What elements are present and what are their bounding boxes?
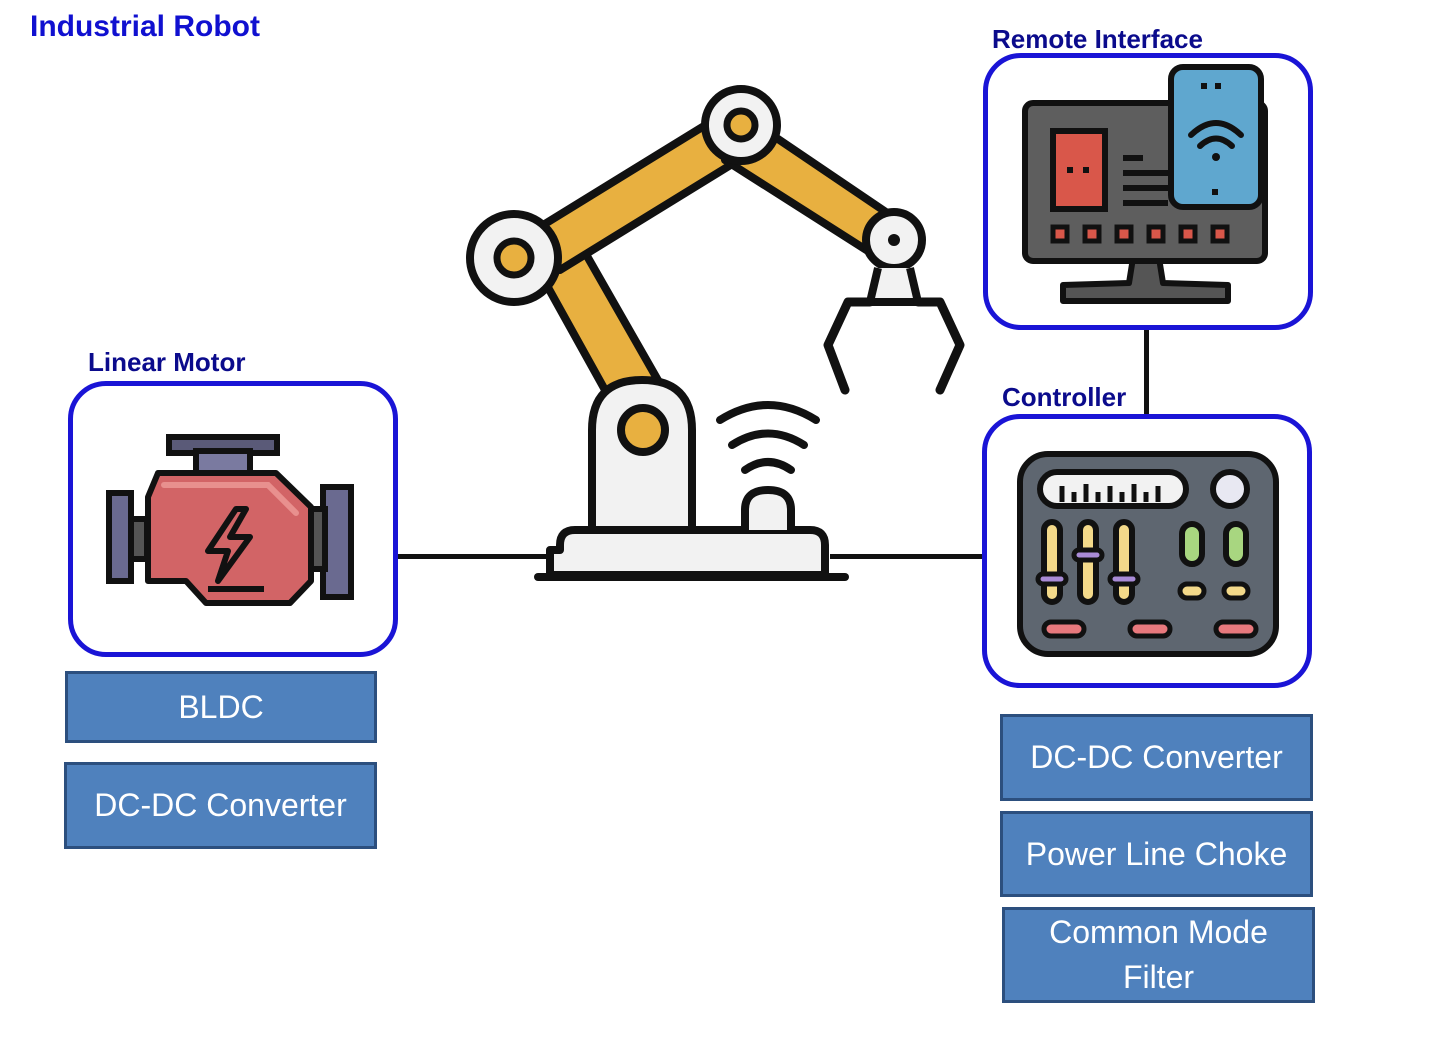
controller-label: Controller: [1002, 382, 1127, 412]
remote-controller-connector: [1144, 326, 1149, 418]
remote-interface-frame: [983, 53, 1313, 330]
component-power-line-choke: Power Line Choke: [1000, 811, 1313, 897]
robotic-arm-icon: [466, 85, 965, 581]
engine-icon: [106, 434, 354, 606]
diagram-title: Industrial Robot: [30, 10, 260, 43]
component-common-mode-filter: Common Mode Filter: [1002, 907, 1315, 1003]
linear-motor-frame: [68, 381, 398, 657]
motor-robot-connector: [395, 554, 555, 559]
component-controller-dc-dc-converter: DC-DC Converter: [1000, 714, 1313, 801]
remote-interface-label: Remote Interface: [992, 24, 1203, 54]
control-panel-icon: [1017, 451, 1279, 657]
linear-motor-label: Linear Motor: [88, 347, 246, 377]
component-bldc: BLDC: [65, 671, 377, 743]
component-motor-dc-dc-converter: DC-DC Converter: [64, 762, 377, 849]
monitor-phone-icon: [1022, 64, 1268, 304]
controller-frame: [982, 414, 1312, 688]
robot-controller-connector: [830, 554, 985, 559]
